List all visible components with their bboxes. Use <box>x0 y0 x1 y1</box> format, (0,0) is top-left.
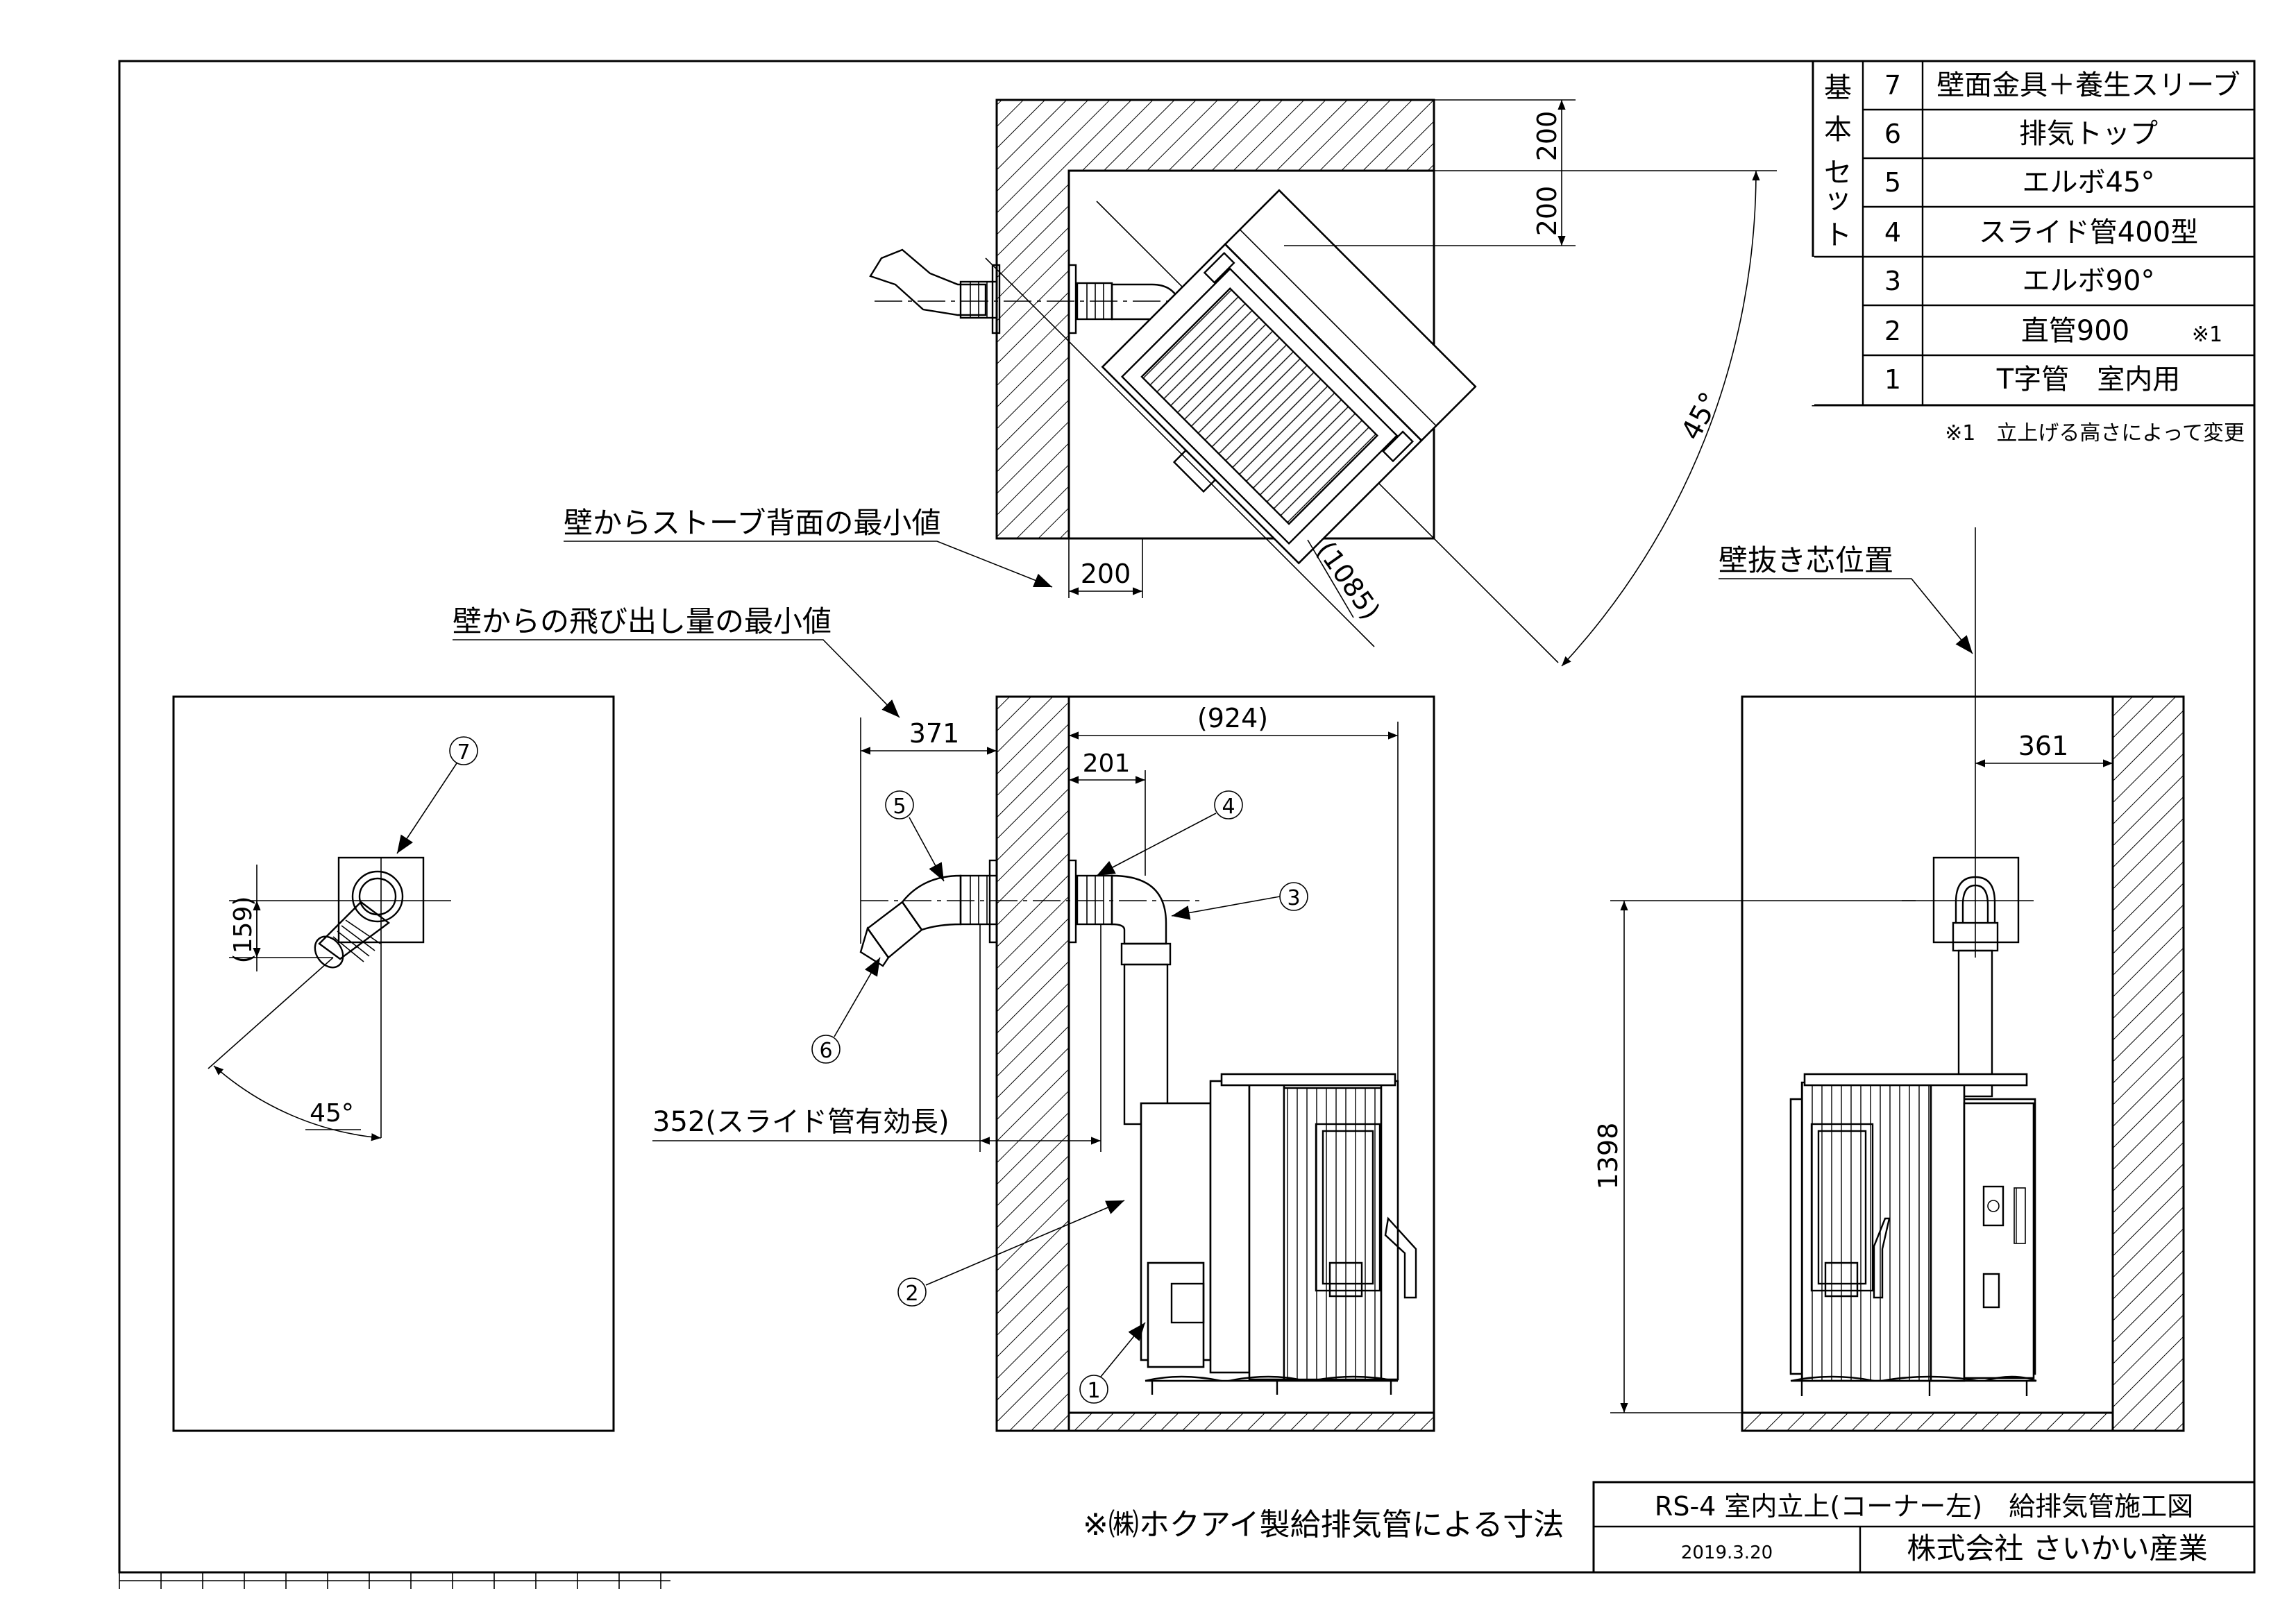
callout-4: 4 <box>1222 794 1235 819</box>
callout-3: 3 <box>1287 886 1300 910</box>
row-name: エルボ45° <box>2023 167 2155 198</box>
group-label-4: ッ <box>1824 183 1852 215</box>
row-no: 3 <box>1884 266 1901 296</box>
dim-924: (924) <box>1197 703 1268 733</box>
row-name: スライド管400型 <box>1979 216 2198 248</box>
drawing-date: 2019.3.20 <box>1681 1543 1773 1563</box>
callout-2: 2 <box>905 1282 918 1306</box>
dim-45-top: 45° <box>1675 387 1727 445</box>
note-slide-effective: 352(スライド管有効長) <box>652 1106 949 1138</box>
row-no: 5 <box>1884 167 1901 198</box>
dim-1085: (1085) <box>1310 536 1386 625</box>
dim-200-c: 200 <box>1081 559 1131 589</box>
group-label-5: ト <box>1824 219 1852 251</box>
dim-200-a: 200 <box>1532 111 1562 162</box>
dim-159: (159) <box>229 897 258 964</box>
dim-45-left: 45° <box>310 1099 354 1128</box>
sheet-border <box>118 60 2256 1574</box>
title-block: RS-4 室内立上(コーナー左) 給排気管施工図 2019.3.20 株式会社 … <box>1592 1481 2256 1574</box>
parts-table: 基 本 セ ッ ト 7 壁面金具＋養生スリーブ 6 排気トップ 5 エルボ45°… <box>1812 60 2256 445</box>
callout-1: 1 <box>1087 1379 1100 1403</box>
row-name: 壁面金具＋養生スリーブ <box>1936 69 2240 101</box>
row-name: エルボ90° <box>2023 265 2155 297</box>
dim-371: 371 <box>909 718 960 749</box>
row-note: ※1 <box>2192 323 2222 347</box>
note-min-stove-back: 壁からストーブ背面の最小値 <box>564 506 940 540</box>
row-no: 2 <box>1884 316 1901 346</box>
drawing-title: RS-4 室内立上(コーナー左) 給排気管施工図 <box>1655 1491 2193 1522</box>
row-no: 6 <box>1884 119 1901 149</box>
row-name: 排気トップ <box>2019 118 2158 150</box>
group-label-3: セ <box>1824 157 1852 189</box>
dim-1398: 1398 <box>1593 1123 1623 1190</box>
table-footnote: ※1 立上げる高さによって変更 <box>1945 421 2245 445</box>
callout-7: 7 <box>457 740 470 765</box>
front-elevation: 361 1398 壁抜き芯位置 <box>1593 527 2185 1432</box>
row-no: 4 <box>1884 217 1901 248</box>
callout-5: 5 <box>893 794 906 819</box>
company-name: 株式会社 さいかい産業 <box>1907 1531 2207 1565</box>
row-no: 7 <box>1884 70 1901 101</box>
dim-201: 201 <box>1083 749 1131 778</box>
row-no: 1 <box>1884 364 1901 395</box>
note-maker: ※㈱ホクアイ製給排気管による寸法 <box>1083 1507 1564 1543</box>
top-view: 200 200 45° 200 (1085) 壁からストーブ背面の最小値 <box>564 99 1777 667</box>
row-name: 直管900 <box>2021 315 2129 347</box>
group-label-2: 本 <box>1824 114 1852 146</box>
note-min-protrusion: 壁からの飛び出し量の最小値 <box>453 604 832 638</box>
callout-6: 6 <box>819 1039 832 1063</box>
dim-200-b: 200 <box>1532 186 1562 237</box>
group-label-1: 基 <box>1824 72 1852 104</box>
side-elevation: 371 (924) 201 352(スライド管有効長) 壁からの飛び出し量の最小… <box>453 604 1435 1432</box>
wall-face-view: (159) 45° 7 <box>172 695 615 1432</box>
dim-361: 361 <box>2018 731 2069 761</box>
note-wall-hole-center: 壁抜き芯位置 <box>1719 543 1893 577</box>
row-name: T字管 室内用 <box>1996 364 2180 396</box>
